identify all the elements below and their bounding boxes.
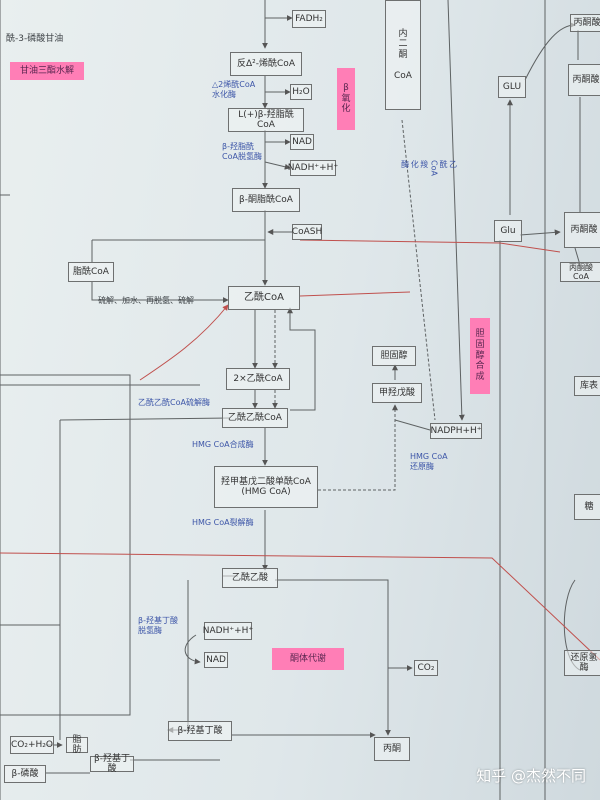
label-hmg-lyase: HMG CoA裂解酶	[192, 518, 254, 527]
node-nad-ketone: NAD	[204, 652, 228, 668]
node-co2-h2o: CO₂+H₂O	[10, 736, 54, 754]
label-side-note: 乙 酰 CoA 羧 化 酶	[400, 160, 458, 176]
node-pyruvate-mid: 丙酮酸	[568, 64, 600, 96]
node-acetone: 丙酮	[374, 737, 410, 761]
node-hydroxyacyl-coa: L(+)β-羟脂酰CoA	[228, 108, 304, 132]
watermark: 知乎 @杰然不同	[476, 767, 586, 785]
node-glu-top: GLU	[498, 76, 526, 98]
node-fatty-acid: 脂肪	[66, 735, 88, 755]
node-fadh2: FADH₂	[292, 10, 326, 28]
node-co2: CO₂	[414, 660, 438, 676]
highlight-cholesterol-synthesis: 胆 固 醇 合 成	[470, 318, 490, 394]
node-mevalonate: 甲羟戊酸	[372, 383, 422, 403]
node-nadph: NADPH+H⁺	[430, 423, 482, 439]
node-hmg-coa: 羟甲基戊二酸单酰CoA (HMG CoA)	[214, 466, 318, 508]
node-trans-enoyl-coa: 反Δ²-烯酰CoA	[230, 52, 302, 76]
node-acetoacetyl-coa: 乙酰乙酰CoA	[222, 408, 288, 428]
label-hmg-reductase: HMG CoA 还原酶	[410, 452, 448, 471]
node-column-box: 内 二 酮 CoA	[385, 0, 421, 110]
label-thiolysis-steps: 硫解、加水、再脱氢、硫解	[98, 296, 194, 305]
node-right-a: 库表	[574, 376, 600, 396]
node-trace: β-羟基丁酸	[90, 754, 134, 774]
label-hydroxyacyl-dehydrogenase: β-羟脂酰 CoA脱氢酶	[222, 142, 262, 161]
highlight-beta-oxidation: β 氧 化	[337, 68, 355, 130]
label-bhb-dehydrogenase: β-羟基丁酸 脱氢酶	[138, 616, 178, 635]
highlight-ketone-metabolism: 酮体代谢	[272, 648, 344, 670]
node-pyruvate-low: 丙酮酸	[564, 212, 600, 248]
label-glyceryl-phosphate: 酰-3-磷酸甘油	[6, 34, 64, 44]
node-nadh-ketone: NADH⁺+H⁺	[203, 622, 253, 640]
node-hydroxybutyrate: β-羟基丁酸	[168, 721, 232, 741]
node-h2o: H₂O	[290, 84, 312, 100]
node-nadh: NADH⁺+H⁺	[288, 160, 338, 176]
node-right-c: 还原氢酶	[564, 650, 600, 676]
node-acyl-coa: 脂酰CoA	[68, 262, 114, 282]
node-glu-mid: Glu	[494, 220, 522, 242]
node-two-acetyl-coa: 2×乙酰CoA	[226, 368, 290, 390]
node-phospho: β-磷酸	[4, 765, 46, 783]
node-pyruvate-coa: 丙酮酸CoA	[560, 262, 600, 282]
node-ketoacyl-coa: β-酮脂酰CoA	[232, 188, 300, 212]
node-acetyl-coa: 乙酰CoA	[228, 286, 300, 310]
node-pyruvate-top: 丙酮酸	[570, 14, 600, 32]
node-right-b: 糖	[574, 494, 600, 520]
node-cholesterol: 胆固醇	[372, 346, 416, 366]
node-coash: CoASH	[292, 224, 322, 240]
highlight-glycerol: 甘油三酯水解	[10, 62, 84, 80]
node-nad: NAD	[290, 134, 314, 150]
label-thiolase: 乙酰乙酰CoA硫解酶	[138, 398, 210, 407]
label-enoyl-hydratase: △2烯酰CoA 水化酶	[212, 80, 256, 99]
node-acetoacetate: 乙酰乙酸	[222, 568, 278, 588]
label-hmg-synthase: HMG CoA合成酶	[192, 440, 254, 449]
